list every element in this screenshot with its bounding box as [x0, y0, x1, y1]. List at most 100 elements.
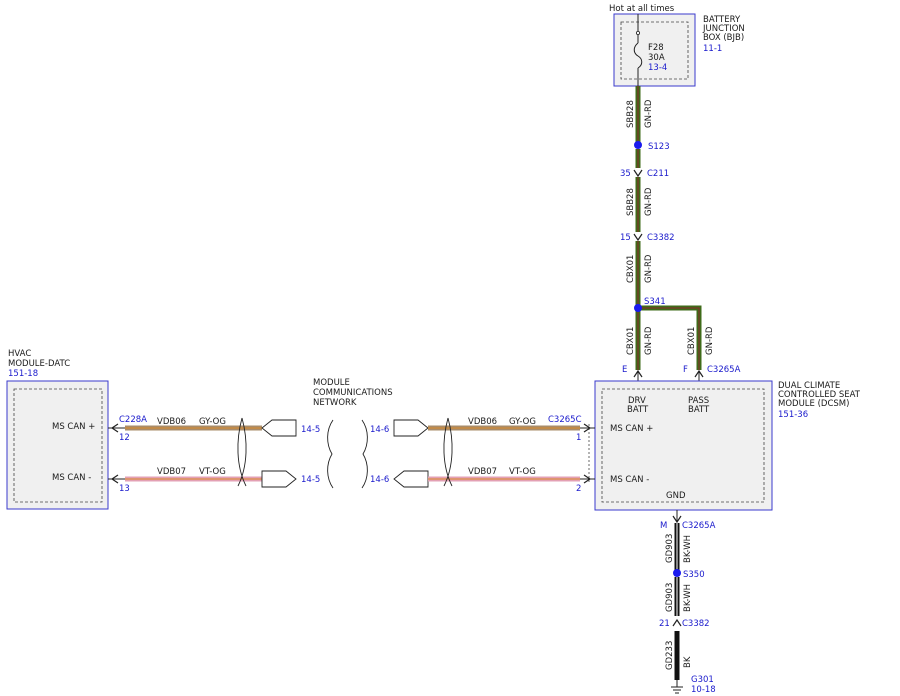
fuse-enclosure [620, 21, 689, 80]
dcsm-can-plus-label: MS CAN + [610, 424, 653, 434]
gnd-seg2-circuit: GD903 [665, 583, 675, 612]
bjb-ref: 11-1 [703, 44, 722, 54]
pin-m: M [660, 521, 667, 531]
network-label-line-3: NETWORK [313, 398, 357, 408]
c3382-connector-symbol-bottom [672, 618, 682, 627]
hvac-module [6, 380, 109, 510]
dcsm-module [594, 380, 773, 511]
dcsm-can-minus-label: MS CAN - [610, 475, 649, 485]
gnd-seg3-color: BK [683, 656, 693, 668]
drv-batt-label-2: BATT [627, 405, 649, 415]
right-twisted-pair-symbol [443, 417, 453, 487]
c3382-pin-bottom: 21 [659, 619, 670, 629]
c211-connector-symbol [633, 169, 643, 178]
seg1-circuit: SBB28 [626, 100, 636, 128]
right-minus-offpage-ref: 14-6 [370, 475, 389, 485]
pass-circuit: CBX01 [687, 327, 697, 355]
hvac-can-plus-label: MS CAN + [52, 422, 95, 432]
drv-color: GN-RD [644, 326, 654, 355]
drv-circuit: CBX01 [626, 327, 636, 355]
left-minus-offpage-ref: 14-5 [301, 475, 320, 485]
left-plus-circuit: VDB06 [157, 417, 186, 427]
hvac-title-line-2: MODULE-DATC [8, 359, 70, 369]
hvac-pin-minus: 13 [119, 484, 130, 494]
hot-at-all-times-label: Hot at all times [609, 4, 675, 14]
right-minus-color: VT-OG [509, 467, 536, 477]
gnd-seg2-color: BK-WH [683, 584, 693, 612]
right-plus-offpage-ref: 14-6 [370, 425, 389, 435]
pass-color: GN-RD [705, 326, 715, 355]
c3382-pin-top: 15 [620, 233, 631, 243]
fuse-terminal-top [636, 30, 641, 35]
dcsm-title-line-2: CONTROLLED SEAT [778, 390, 861, 400]
gnd-seg1-color: BK-WH [683, 535, 693, 563]
left-plus-offpage-ref: 14-5 [301, 425, 320, 435]
c3382-label-top: C3382 [647, 233, 675, 243]
pass-batt-label-2: BATT [688, 405, 710, 415]
hvac-title-line-1: HVAC [8, 349, 31, 359]
c3382-connector-symbol-top [633, 233, 643, 242]
fuse-ref: 13-4 [648, 63, 667, 73]
left-twisted-pair-symbol [237, 417, 247, 487]
bjb-box [613, 13, 696, 87]
seg2-color: GN-RD [644, 187, 654, 216]
ground-icon [671, 680, 683, 694]
c211-label: C211 [647, 169, 669, 179]
splice-s341-label: S341 [644, 297, 666, 307]
network-label-line-1: MODULE [313, 378, 350, 388]
dcsm-inner [601, 388, 765, 503]
pass-batt-label-1: PASS [688, 396, 709, 406]
network-brace-left [327, 419, 334, 489]
right-minus-circuit: VDB07 [468, 467, 497, 477]
c3265a-top-label: C3265A [707, 365, 741, 375]
g301-label: G301 [691, 675, 714, 685]
seg1-color: GN-RD [644, 99, 654, 128]
dcsm-gnd-label: GND [666, 491, 686, 501]
hvac-can-minus-label: MS CAN - [52, 473, 91, 483]
right-plus-circuit: VDB06 [468, 417, 497, 427]
right-minus-offpage-arrow [393, 470, 429, 488]
hvac-pin-plus: 12 [119, 433, 130, 443]
feed-wire-pass-branch [638, 305, 702, 370]
splice-s123-label: S123 [648, 142, 670, 152]
splice-s341 [634, 304, 642, 312]
pin-e: E [622, 365, 627, 375]
bjb-title-line-2: JUNCTION [702, 24, 745, 34]
splice-s123 [634, 141, 642, 149]
hvac-inner [13, 388, 103, 503]
splice-s350 [673, 569, 681, 577]
gnd-seg1-circuit: GD903 [665, 534, 675, 563]
dcsm-pin-minus: 2 [576, 484, 581, 494]
pin-f: F [683, 365, 688, 375]
dcsm-can-minus-connector-symbol [583, 474, 592, 484]
bjb-title-line-1: BATTERY [703, 15, 741, 25]
splice-s350-label: S350 [683, 570, 705, 580]
left-minus-circuit: VDB07 [157, 467, 186, 477]
drv-batt-label-1: DRV [628, 396, 646, 406]
gnd-seg3-circuit: GD233 [665, 641, 675, 670]
c3382-label-bottom: C3382 [682, 619, 710, 629]
right-plus-offpage-arrow [393, 419, 429, 437]
dcsm-pin-plus: 1 [576, 433, 581, 443]
g301-ref: 10-18 [691, 685, 716, 695]
hvac-ref: 151-18 [8, 369, 38, 379]
c211-pin: 35 [620, 169, 631, 179]
left-minus-color: VT-OG [199, 467, 226, 477]
right-plus-color: GY-OG [509, 417, 536, 427]
c3265c-label: C3265C [548, 415, 582, 425]
gnd-connector-symbol [672, 515, 682, 524]
fuse-name: F28 [648, 43, 664, 53]
fuse-icon [633, 42, 643, 69]
dcsm-can-plus-connector-symbol [583, 423, 592, 433]
left-minus-offpage-arrow [261, 470, 297, 488]
dcsm-title-line-1: DUAL CLIMATE [778, 381, 840, 391]
seg3-color: GN-RD [644, 254, 654, 283]
left-plus-offpage-arrow [261, 419, 297, 437]
left-plus-color: GY-OG [199, 417, 226, 427]
seg2-circuit: SBB28 [626, 188, 636, 216]
dcsm-ref: 151-36 [778, 410, 808, 420]
c3265a-bottom-label: C3265A [682, 521, 716, 531]
network-label-line-2: COMMUNICATIONS [313, 388, 393, 398]
fuse-rating: 30A [648, 53, 665, 63]
